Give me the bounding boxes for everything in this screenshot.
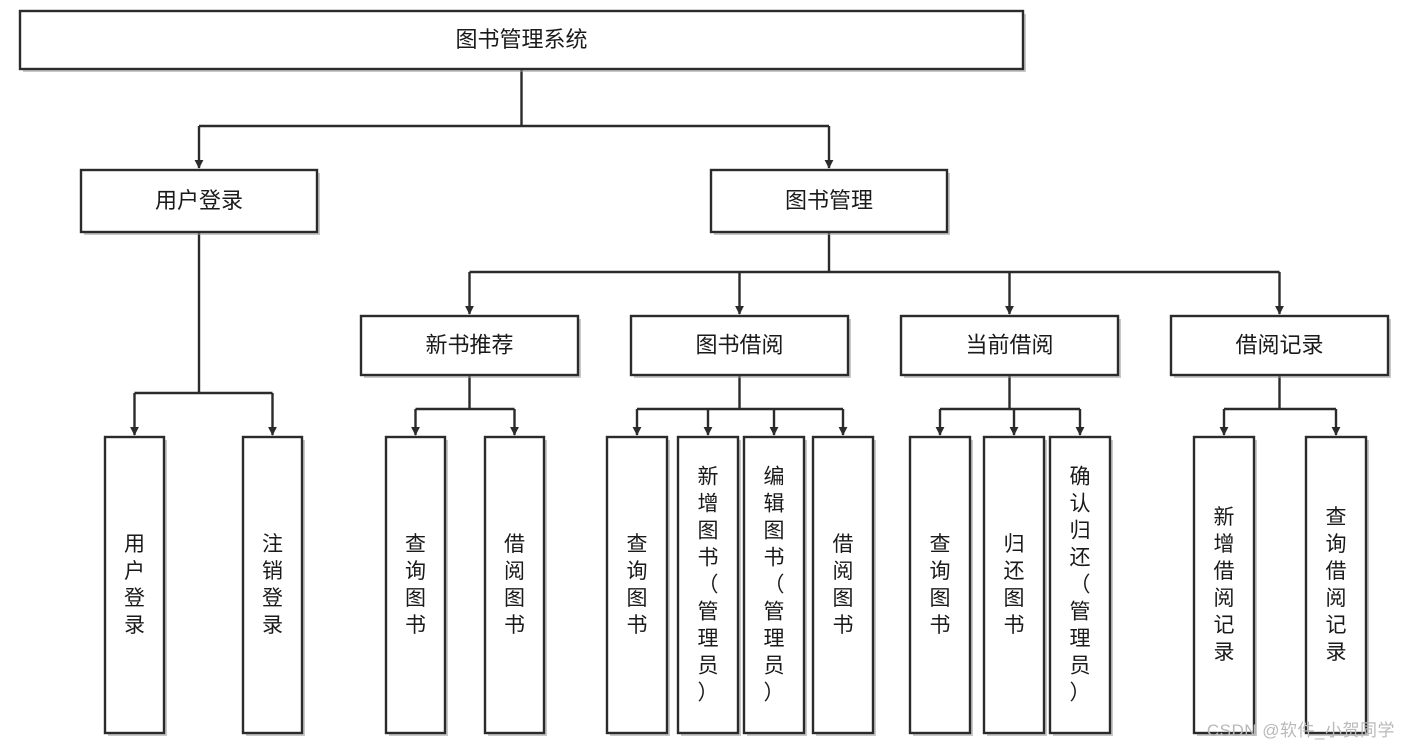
- node-box: [709, 168, 949, 234]
- node-box: [676, 435, 740, 735]
- watermark-text: CSDN @软件_小贺同学: [1206, 721, 1395, 740]
- node-leaf-query-book-3[interactable]: 查询图书: [908, 435, 973, 736]
- node-box: [1169, 314, 1390, 377]
- node-box: [79, 168, 319, 234]
- node-box: [742, 435, 806, 735]
- node-box: [982, 435, 1046, 735]
- node-label: 用户登录: [155, 188, 243, 213]
- node-label: 新增借阅记录: [1214, 506, 1235, 664]
- node-leaf-borrow-book-2[interactable]: 借阅图书: [811, 435, 876, 736]
- node-leaf-user-login[interactable]: 用户登录: [103, 435, 167, 736]
- node-label: 查询借阅记录: [1326, 506, 1347, 664]
- node-label: 借阅图书: [833, 533, 854, 637]
- node-box: [359, 314, 580, 377]
- node-label: 用户登录: [124, 533, 145, 637]
- node-label: 当前借阅: [965, 332, 1053, 357]
- edge-layer: [130, 69, 1341, 436]
- node-layer: 图书管理系统用户登录图书管理新书推荐图书借阅当前借阅借阅记录用户登录注销登录查询…: [18, 9, 1391, 736]
- node-box: [1304, 435, 1368, 735]
- node-box: [384, 435, 447, 735]
- node-label: 注销登录: [262, 533, 283, 637]
- node-box: [811, 435, 875, 735]
- node-leaf-query-record[interactable]: 查询借阅记录: [1304, 435, 1369, 736]
- node-leaf-borrow-book-1[interactable]: 借阅图书: [483, 435, 547, 736]
- node-label: 借阅图书: [504, 533, 525, 637]
- node-borrow-record[interactable]: 借阅记录: [1169, 314, 1391, 378]
- node-label: 确认归还（管理员）: [1070, 466, 1091, 705]
- node-book-manage[interactable]: 图书管理: [709, 168, 950, 235]
- node-box: [629, 314, 850, 377]
- node-box: [908, 435, 972, 735]
- node-label: 查询图书: [627, 533, 648, 637]
- node-box: [483, 435, 546, 735]
- node-box: [241, 435, 304, 735]
- node-label: 图书借阅: [695, 332, 783, 357]
- node-label: 新书推荐: [425, 332, 513, 357]
- node-box: [103, 435, 166, 735]
- node-label: 图书管理系统: [455, 27, 587, 52]
- node-user-login[interactable]: 用户登录: [79, 168, 320, 235]
- node-leaf-add-record[interactable]: 新增借阅记录: [1192, 435, 1257, 736]
- node-label: 编辑图书（管理员）: [764, 466, 785, 705]
- node-label: 查询图书: [930, 533, 951, 637]
- node-box: [605, 435, 669, 735]
- node-label: 图书管理: [785, 188, 873, 213]
- node-root[interactable]: 图书管理系统: [18, 9, 1026, 72]
- node-box: [1048, 435, 1112, 735]
- node-leaf-query-book-1[interactable]: 查询图书: [384, 435, 448, 736]
- node-box: [1192, 435, 1256, 735]
- node-new-book-rec[interactable]: 新书推荐: [359, 314, 581, 378]
- node-leaf-edit-book[interactable]: 编辑图书（管理员）: [742, 435, 807, 736]
- node-book-borrow[interactable]: 图书借阅: [629, 314, 851, 378]
- node-box: [899, 314, 1120, 377]
- node-current-borrow[interactable]: 当前借阅: [899, 314, 1121, 378]
- node-label: 新增图书（管理员）: [698, 466, 719, 705]
- node-label: 归还图书: [1004, 533, 1025, 637]
- node-leaf-query-book-2[interactable]: 查询图书: [605, 435, 670, 736]
- node-leaf-logout[interactable]: 注销登录: [241, 435, 305, 736]
- node-label: 借阅记录: [1235, 332, 1323, 357]
- node-leaf-add-book[interactable]: 新增图书（管理员）: [676, 435, 741, 736]
- node-leaf-return-book[interactable]: 归还图书: [982, 435, 1047, 736]
- node-label: 查询图书: [405, 533, 426, 637]
- node-box: [18, 9, 1025, 71]
- node-leaf-confirm-return[interactable]: 确认归还（管理员）: [1048, 435, 1113, 736]
